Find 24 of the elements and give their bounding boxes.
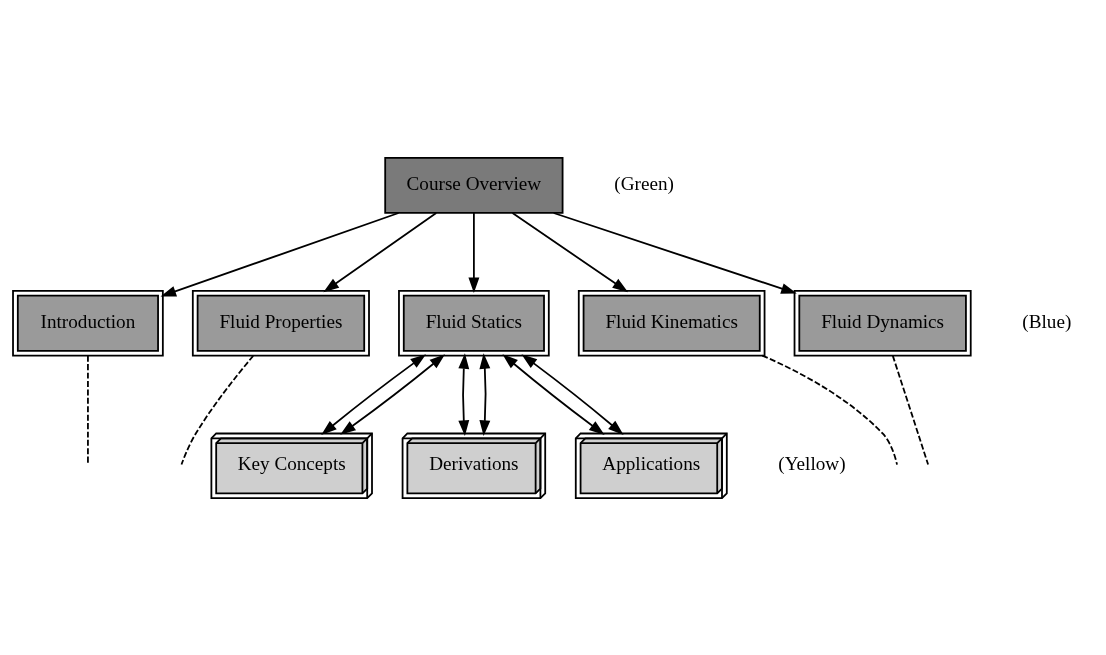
arrow bbox=[511, 211, 629, 292]
node-box: Introduction bbox=[12, 289, 164, 356]
connector bbox=[891, 354, 929, 465]
arrow bbox=[521, 353, 624, 435]
label: (Blue) bbox=[1022, 310, 1072, 332]
arrow bbox=[502, 353, 605, 435]
connector bbox=[180, 354, 255, 465]
node-box: Fluid Statics bbox=[398, 289, 550, 356]
connector bbox=[761, 354, 898, 465]
label: (Yellow) bbox=[778, 452, 846, 474]
arrow bbox=[321, 353, 427, 435]
node-box: Course Overview bbox=[384, 156, 564, 214]
arrow bbox=[340, 353, 446, 435]
label: (Green) bbox=[614, 172, 674, 194]
arrow bbox=[323, 211, 438, 292]
node-box: Fluid Properties bbox=[191, 289, 370, 356]
arrow bbox=[552, 211, 797, 294]
connector bbox=[87, 354, 89, 465]
node-box: Fluid Kinematics bbox=[577, 289, 766, 356]
arrow bbox=[160, 211, 400, 297]
node-box: Fluid Dynamics bbox=[793, 289, 972, 356]
arrow bbox=[479, 352, 491, 436]
arrow bbox=[458, 352, 470, 436]
arrow bbox=[468, 211, 480, 293]
